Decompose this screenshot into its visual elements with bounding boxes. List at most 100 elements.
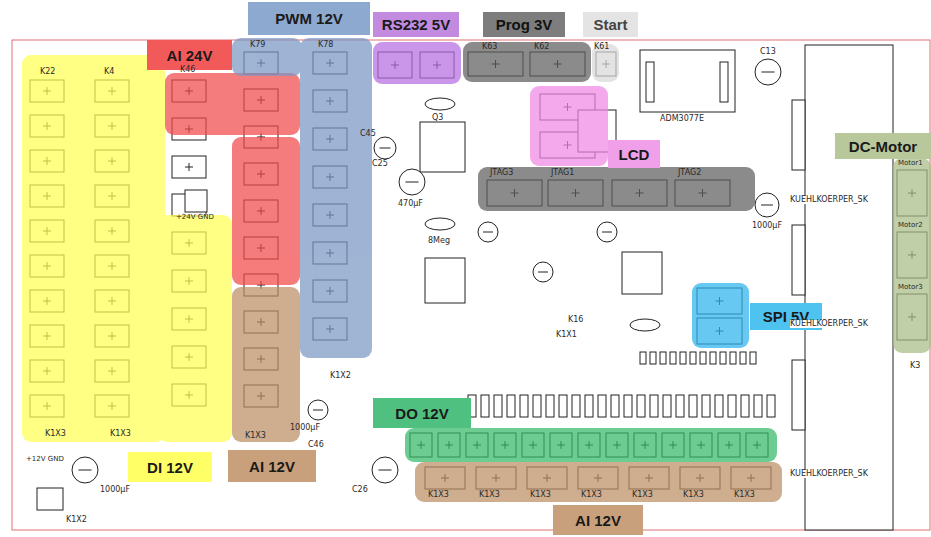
region-highlight xyxy=(165,73,300,285)
silkscreen-label: 8Meg xyxy=(428,237,450,245)
capacitor-symbol xyxy=(72,457,98,483)
ic-symbol xyxy=(425,258,465,303)
resistor-symbol xyxy=(710,352,716,364)
pin-mark xyxy=(185,163,193,171)
silkscreen-label: K1X1 xyxy=(556,331,577,339)
silkscreen-label: K1X3 xyxy=(245,432,266,440)
resistor-symbol xyxy=(650,352,656,364)
silkscreen-label: C13 xyxy=(760,48,776,56)
region-highlight xyxy=(592,44,619,82)
capacitor-symbol xyxy=(533,262,553,282)
resistor-symbol xyxy=(715,395,723,417)
resistor-symbol xyxy=(702,395,710,417)
silkscreen-label: C45 xyxy=(360,130,376,138)
resistor-symbol xyxy=(660,352,666,364)
silkscreen-label: K1X2 xyxy=(66,516,87,524)
silkscreen-label: ADM3077E xyxy=(660,115,704,123)
region-shape xyxy=(232,137,300,285)
resistor-symbol xyxy=(720,352,726,364)
header-symbol xyxy=(792,360,805,430)
silkscreen-label: JTAG1 xyxy=(551,169,574,177)
resistor-symbol xyxy=(559,395,567,417)
resistor-symbol xyxy=(650,395,658,417)
region-label-box: DI 12V xyxy=(128,452,212,482)
resistor-symbol xyxy=(598,395,606,417)
silkscreen-label: K46 xyxy=(180,66,195,74)
resistor-symbol xyxy=(533,395,541,417)
resistor-symbol xyxy=(680,352,686,364)
header-symbol xyxy=(792,100,805,170)
resistor-symbol xyxy=(494,395,502,417)
pin-row xyxy=(720,62,728,102)
capacitor-symbol xyxy=(478,222,498,242)
region-label-box: DO 12V xyxy=(373,398,471,428)
board-outline xyxy=(12,40,930,530)
region-label-box: AI 12V xyxy=(228,450,316,482)
silkscreen-label: K4 xyxy=(104,68,114,76)
silkscreen-label: KUEHLKOERPER_SK xyxy=(790,196,868,204)
region-shape xyxy=(232,287,300,442)
region-highlight xyxy=(463,42,591,82)
silkscreen-label: Motor3 xyxy=(898,284,923,291)
resistor-symbol xyxy=(670,352,676,364)
region-shape xyxy=(592,44,619,82)
ic-symbol xyxy=(640,50,735,112)
silkscreen-label: K62 xyxy=(534,43,549,51)
region-highlight xyxy=(530,86,608,166)
silkscreen-label: Q3 xyxy=(432,114,443,122)
region-highlight xyxy=(415,462,782,502)
region-highlight xyxy=(478,167,755,211)
silkscreen-label: K1X3 xyxy=(45,430,66,438)
resistor-symbol xyxy=(728,395,736,417)
capacitor-mark xyxy=(406,182,419,183)
region-label: RS232 5V xyxy=(382,16,450,33)
pcb-layer xyxy=(12,40,930,530)
resistor-symbol xyxy=(676,395,684,417)
capacitor-symbol xyxy=(755,59,781,85)
crystal-symbol xyxy=(425,98,455,110)
resistor-symbol xyxy=(520,395,528,417)
silkscreen-label: K78 xyxy=(318,41,333,49)
silkscreen-label: K79 xyxy=(250,41,265,49)
region-shape xyxy=(463,42,591,82)
region-label: PWM 12V xyxy=(275,10,343,27)
capacitor-symbol xyxy=(399,169,425,195)
region-label-box: Start xyxy=(583,12,638,37)
capacitor-mark xyxy=(762,72,775,73)
region-highlight xyxy=(893,158,931,353)
region-shape xyxy=(22,55,165,442)
capacitor-mark xyxy=(602,232,612,233)
silkscreen-label: K1X3 xyxy=(530,491,551,499)
ic-symbol xyxy=(622,252,662,294)
silkscreen-label: 470µF xyxy=(398,200,423,208)
region-shape xyxy=(405,428,777,462)
region-shape xyxy=(478,167,755,211)
silkscreen-label: Motor2 xyxy=(898,222,923,229)
region-highlight xyxy=(692,283,749,348)
silkscreen-label: K3 xyxy=(910,362,920,370)
region-label: DO 12V xyxy=(395,405,448,422)
crystal-symbol xyxy=(425,218,455,230)
capacitor-symbol xyxy=(372,457,398,483)
resistor-symbol xyxy=(767,395,775,417)
ic-symbol xyxy=(420,122,465,172)
silkscreen-label: K1X2 xyxy=(330,372,351,380)
region-highlight xyxy=(373,42,461,84)
region-label: Start xyxy=(593,16,627,33)
region-label: DC-Motor xyxy=(849,138,917,155)
resistor-symbol xyxy=(663,395,671,417)
resistor-symbol xyxy=(700,352,706,364)
silkscreen-label: 1000µF xyxy=(752,222,782,230)
resistor-symbol xyxy=(741,395,749,417)
silkscreen-label: K1X3 xyxy=(683,491,704,499)
silkscreen-label: C26 xyxy=(352,486,368,494)
silkscreen-label: K22 xyxy=(40,68,55,76)
region-label-box: Prog 3V xyxy=(483,12,565,37)
silkscreen-label: K16 xyxy=(568,316,583,324)
region-shape xyxy=(530,86,608,166)
resistor-symbol xyxy=(750,352,756,364)
region-shape xyxy=(692,283,749,348)
silkscreen-label: JTAG2 xyxy=(678,169,701,177)
crystal-symbol xyxy=(630,319,660,331)
